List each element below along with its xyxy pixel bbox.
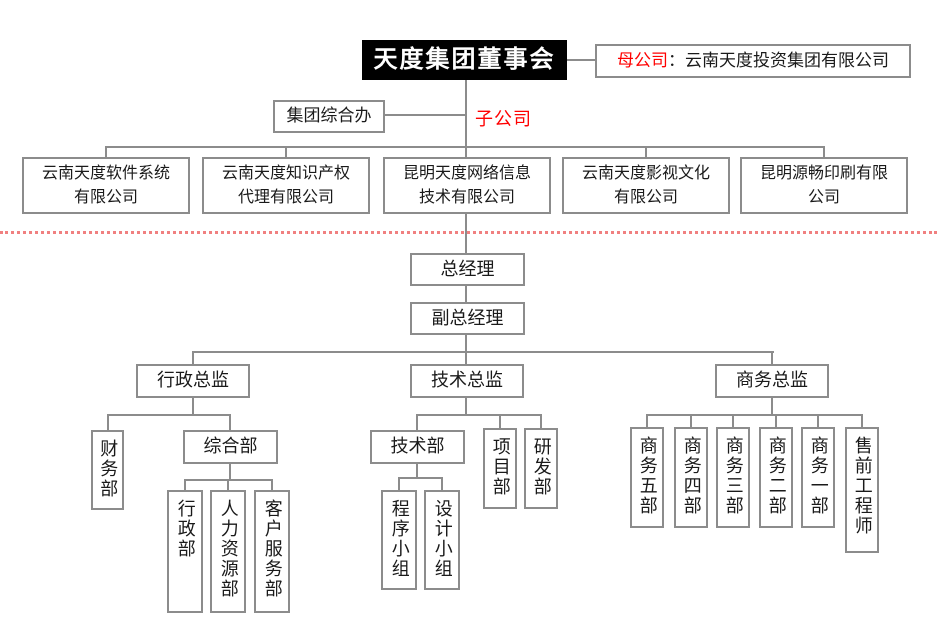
company-box-2: 云南天度知识产权 代理有限公司 (202, 157, 370, 214)
board-box: 天度集团董事会 (362, 40, 567, 80)
group-office-box: 集团综合办 (273, 100, 385, 133)
connector-line (107, 414, 231, 416)
business-dept-2-box: 商务二部 (759, 427, 793, 528)
connector-line (690, 414, 692, 428)
connector-line (465, 335, 467, 352)
connector-line (567, 59, 596, 61)
divider-line (0, 231, 937, 234)
business-dept-5-box: 商务五部 (630, 427, 664, 528)
customer-service-dept-box: 客户服务部 (254, 490, 290, 613)
connector-line (285, 146, 287, 158)
finance-dept-box: 财务部 (91, 430, 124, 510)
subsidiary-label: 子公司 (475, 109, 532, 129)
connector-line (229, 414, 231, 431)
parent-company-name: ：云南天度投资集团有限公司 (668, 50, 889, 70)
connector-line (646, 414, 648, 428)
general-affairs-dept-box: 综合部 (183, 430, 278, 464)
connector-line (416, 414, 541, 416)
parent-company-label: 母公司 (617, 50, 668, 70)
connector-line (771, 351, 773, 365)
connector-line (192, 351, 774, 353)
design-team-box: 设计小组 (424, 490, 460, 590)
company-box-4: 云南天度影视文化 有限公司 (562, 157, 730, 214)
deputy-general-manager-box: 副总经理 (410, 302, 525, 335)
connector-line (465, 398, 467, 416)
director-business-box: 商务总监 (715, 364, 829, 398)
connector-line (107, 414, 109, 431)
connector-line (861, 414, 863, 428)
connector-line (732, 414, 734, 428)
connector-line (465, 286, 467, 303)
connector-line (271, 479, 273, 491)
connector-line (416, 414, 418, 431)
program-team-box: 程序小组 (381, 490, 417, 590)
presales-engineer-box: 售前工程师 (845, 427, 879, 553)
connector-line (441, 477, 443, 491)
admin-dept-box: 行政部 (167, 490, 203, 613)
company-box-5: 昆明源畅印刷有限 公司 (740, 157, 908, 214)
connector-line (465, 80, 467, 148)
director-admin-box: 行政总监 (136, 364, 250, 398)
rnd-dept-box: 研发部 (524, 428, 558, 509)
connector-line (465, 146, 467, 158)
parent-company-box: 母公司：云南天度投资集团有限公司 (595, 44, 911, 78)
connector-line (646, 414, 863, 416)
connector-line (540, 414, 542, 429)
connector-line (227, 479, 229, 491)
connector-line (499, 414, 501, 429)
connector-line (465, 351, 467, 365)
connector-line (416, 464, 418, 478)
director-tech-box: 技术总监 (410, 364, 524, 398)
business-dept-3-box: 商务三部 (716, 427, 750, 528)
tech-dept-box: 技术部 (370, 430, 465, 464)
business-dept-4-box: 商务四部 (674, 427, 708, 528)
business-dept-1-box: 商务一部 (801, 427, 835, 528)
connector-line (229, 464, 231, 480)
connector-line (398, 477, 400, 491)
connector-line (192, 398, 194, 416)
connector-line (385, 114, 465, 116)
connector-line (823, 146, 825, 158)
company-box-1: 云南天度软件系统 有限公司 (22, 157, 190, 214)
connector-line (184, 479, 186, 491)
connector-line (398, 477, 443, 479)
connector-line (771, 398, 773, 416)
connector-line (817, 414, 819, 428)
connector-line (105, 146, 107, 158)
hr-dept-box: 人力资源部 (210, 490, 246, 613)
connector-line (192, 351, 194, 365)
project-dept-box: 项目部 (483, 428, 517, 509)
general-manager-box: 总经理 (410, 253, 525, 286)
connector-line (465, 214, 467, 253)
connector-line (775, 414, 777, 428)
company-box-3: 昆明天度网络信息 技术有限公司 (383, 157, 551, 214)
connector-line (645, 146, 647, 158)
